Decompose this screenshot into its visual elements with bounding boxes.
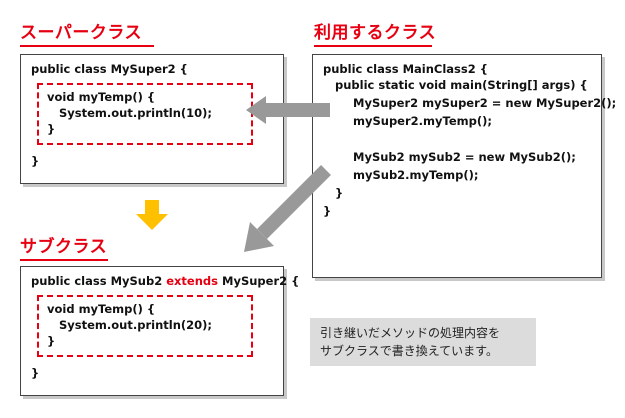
user-class-declaration: public class MainClass2 { [323,62,488,76]
subclass-declaration-end: MySuper2 { [218,274,300,288]
user-sub-instantiation: MySub2 mySub2 = new MySub2(); [353,150,576,164]
extends-keyword: extends [166,274,218,288]
superclass-class-close: } [31,154,40,168]
user-class-code-box: public class MainClass2 { public static … [312,54,616,278]
user-class-heading: 利用するクラス [314,18,437,47]
subclass-declaration: public class MySub2 extends MySuper2 { [31,273,299,289]
subclass-heading-text: サブクラス [20,237,108,257]
subclass-heading: サブクラス [20,232,108,261]
superclass-heading-underline [20,45,154,47]
explanation-note: 引き継いだメソッドの処理内容を サブクラスで書き換えています。 [310,318,536,366]
user-class-heading-text: 利用するクラス [314,23,437,43]
subclass-code-box: public class MySub2 extends MySuper2 { v… [20,266,299,396]
user-main-close: } [335,186,344,200]
subclass-method-highlight [37,295,253,357]
note-line-1: 引き継いだメソッドの処理内容を [320,326,501,340]
user-sub-call: mySub2.myTemp(); [353,168,479,182]
subclass-heading-underline [20,259,108,261]
user-main-method: public static void main(String[] args) { [335,78,588,92]
superclass-method-signature: void myTemp() { [47,90,156,104]
superclass-heading-text: スーパークラス [20,23,142,43]
superclass-method-close: } [47,122,56,136]
user-super-call: mySuper2.myTemp(); [353,114,492,128]
subclass-declaration-start: public class MySub2 [31,274,167,288]
gray-arrow-to-subclass-icon [244,165,331,252]
superclass-heading: スーパークラス [20,18,154,47]
yellow-down-arrow-icon [136,200,168,230]
subclass-method-body: System.out.println(20); [59,318,212,332]
note-line-2: サブクラスで書き換えています。 [320,344,498,358]
superclass-method-body: System.out.println(10); [59,106,212,120]
subclass-method-close: } [47,334,56,348]
user-class-heading-underline [314,45,432,47]
subclass-method-signature: void myTemp() { [47,302,156,316]
user-super-instantiation: MySuper2 mySuper2 = new MySuper2(); [353,96,617,110]
subclass-class-close: } [31,366,40,380]
gray-arrow-to-superclass-icon [246,96,330,124]
user-class-close: } [323,204,332,218]
superclass-declaration: public class MySuper2 { [31,62,188,76]
